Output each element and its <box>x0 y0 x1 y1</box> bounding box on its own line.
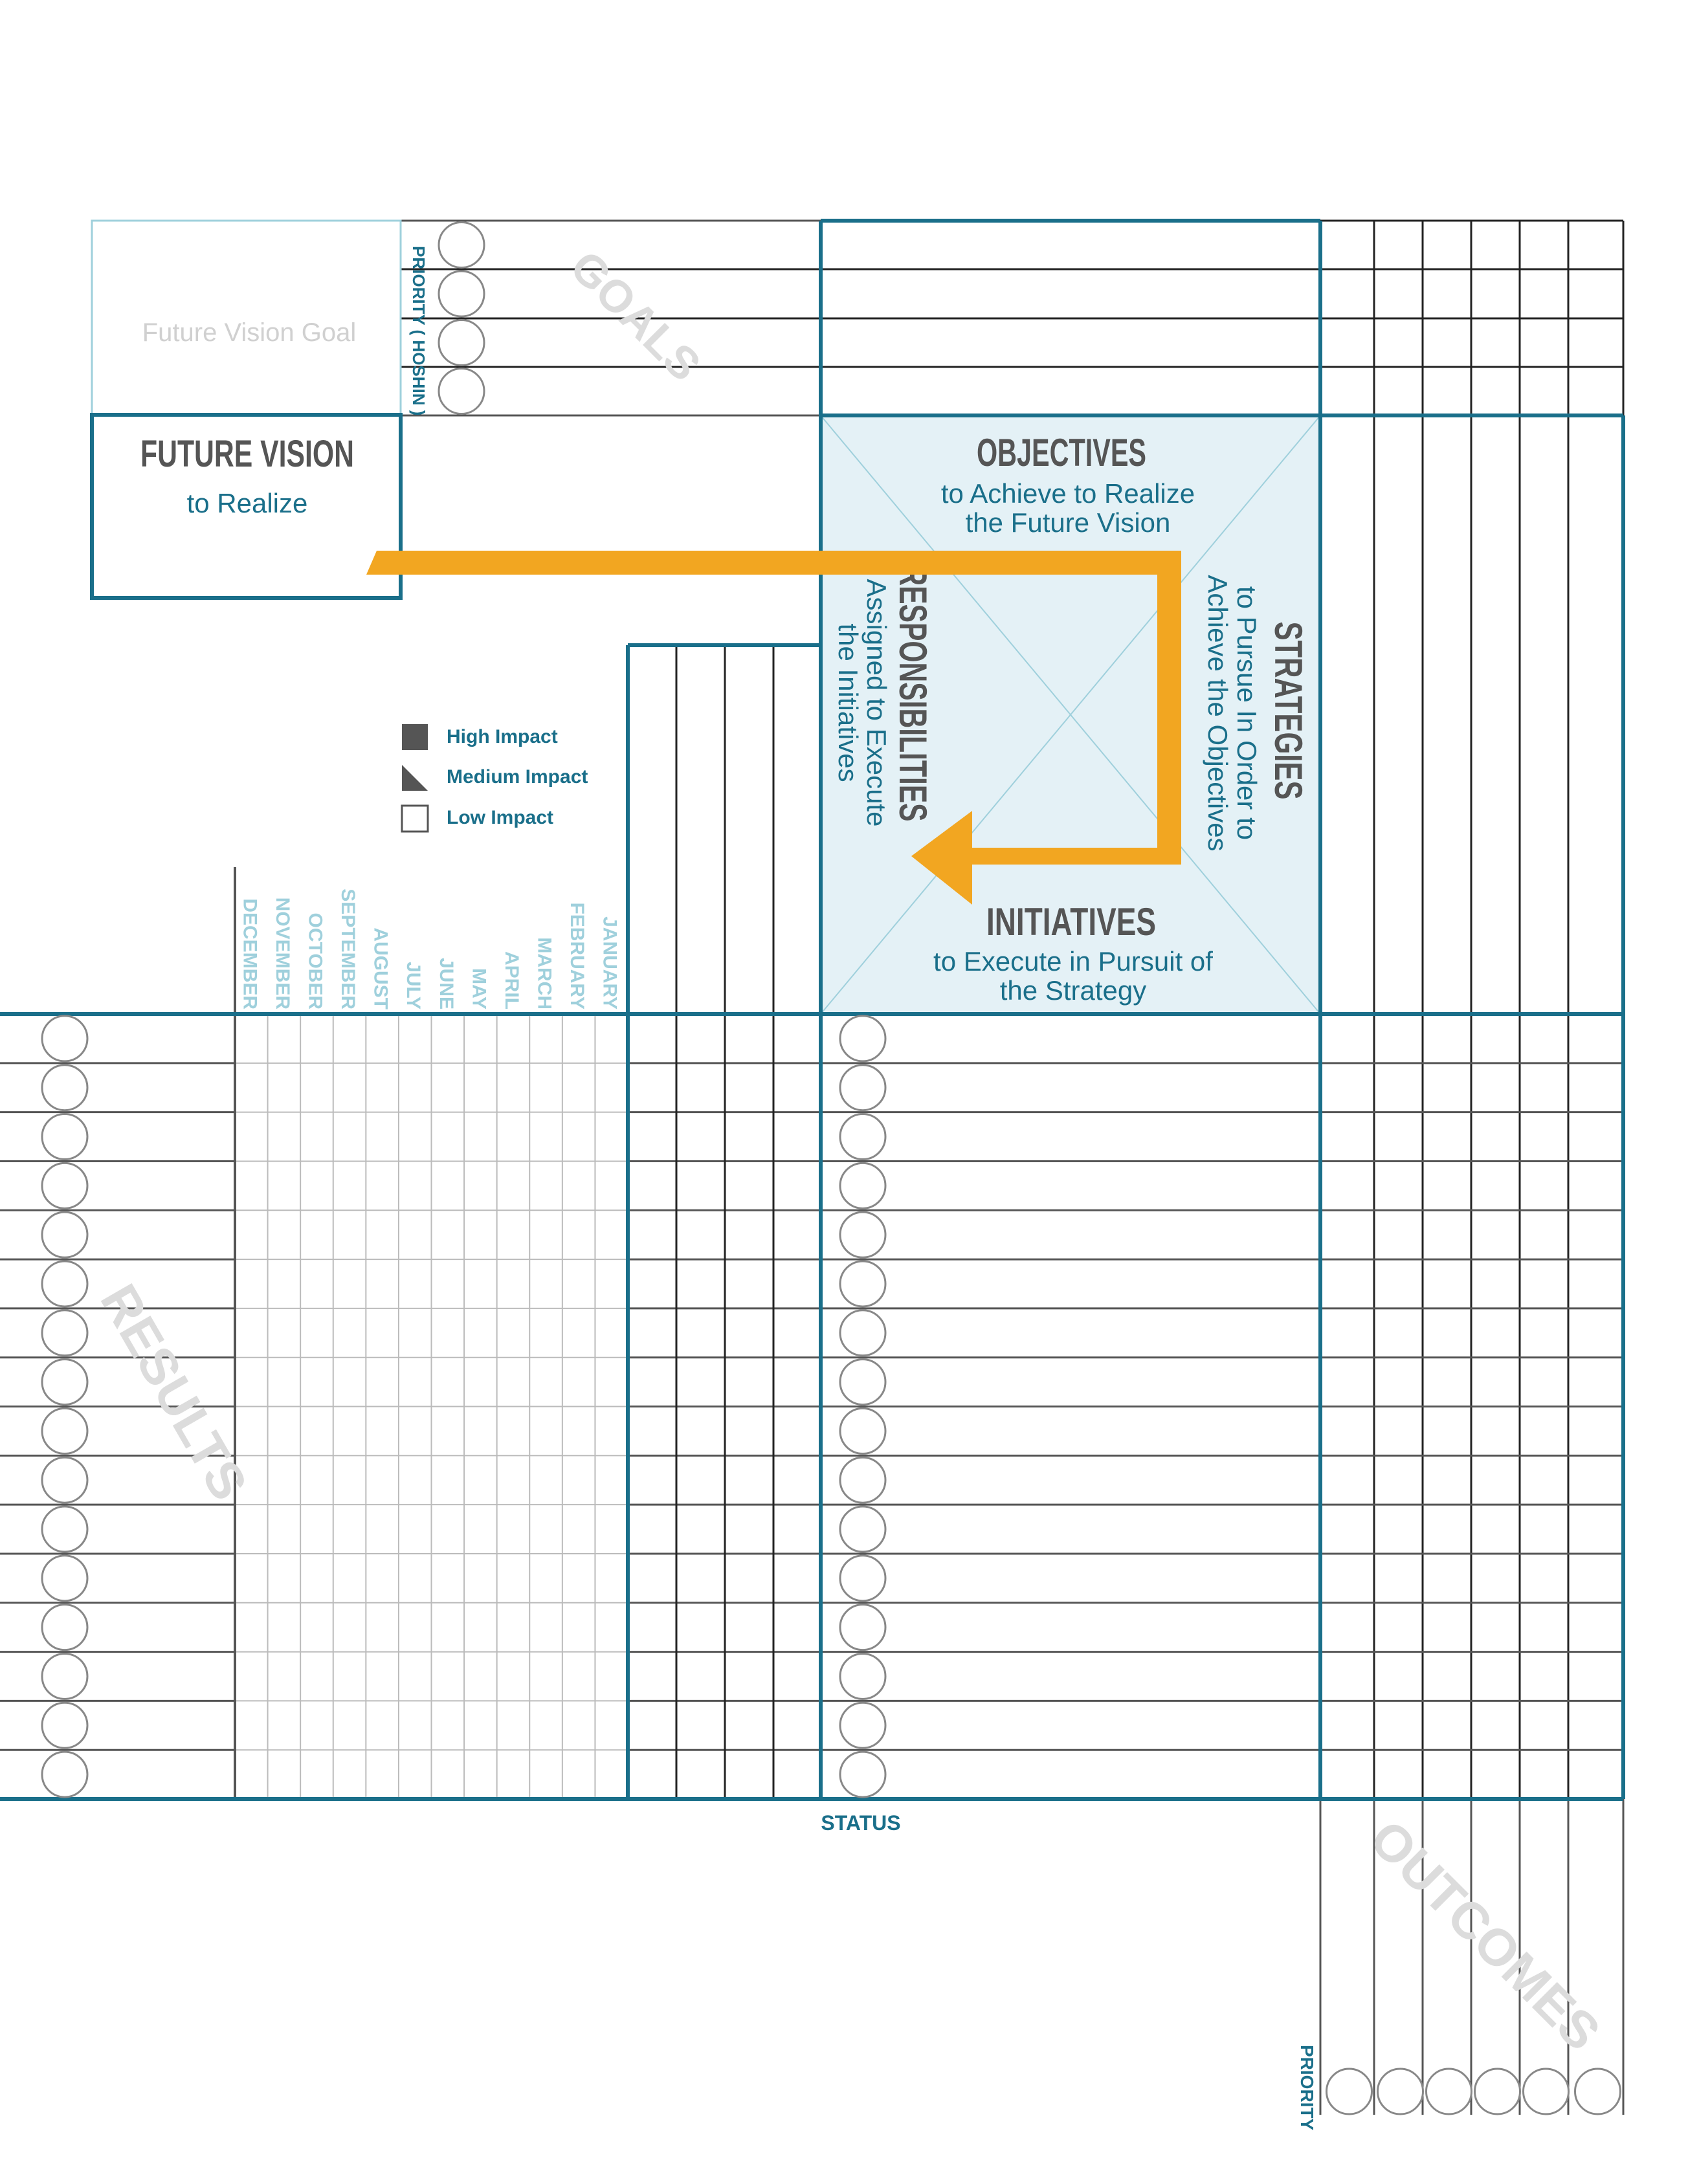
medium-impact-icon <box>402 765 428 791</box>
status-circle[interactable] <box>839 1064 887 1112</box>
result-circle[interactable] <box>41 1309 89 1357</box>
objectives-line1: to Achieve to Realize <box>941 478 1195 509</box>
responsibilities-line2: the Initiatives <box>833 623 863 782</box>
legend-low-label: Low Impact <box>447 807 553 828</box>
month-label-october: OCTOBER <box>304 913 326 1010</box>
month-label-december: DECEMBER <box>239 898 260 1009</box>
month-label-march: MARCH <box>534 937 555 1009</box>
result-circle[interactable] <box>41 1162 89 1209</box>
status-circle[interactable] <box>839 1652 887 1700</box>
status-circle[interactable] <box>839 1604 887 1651</box>
result-circle[interactable] <box>41 1113 89 1161</box>
legend-high-label: High Impact <box>447 726 558 747</box>
status-circle[interactable] <box>839 1750 887 1798</box>
result-circle[interactable] <box>41 1456 89 1504</box>
goal-priority-circle[interactable] <box>438 270 485 318</box>
status-circle[interactable] <box>839 1015 887 1063</box>
status-circle[interactable] <box>839 1456 887 1504</box>
status-circle[interactable] <box>839 1211 887 1259</box>
status-circle[interactable] <box>839 1407 887 1455</box>
grid-layer <box>0 219 1625 2115</box>
initiatives-title: INITIATIVES <box>986 900 1156 943</box>
status-label: STATUS <box>821 1811 900 1835</box>
month-labels: JANUARY FEBRUARY MARCH APRIL MAY JUNE JULY AUGU… <box>239 888 620 1009</box>
month-label-february: FEBRUARY <box>566 902 588 1009</box>
center-panel <box>820 415 1321 1015</box>
status-circle[interactable] <box>839 1701 887 1749</box>
status-circle[interactable] <box>839 1358 887 1406</box>
month-label-july: JULY <box>403 962 424 1009</box>
future-vision-box <box>90 413 403 600</box>
goals-watermark: GOALS <box>561 241 710 390</box>
outcome-priority-circle[interactable] <box>1326 2068 1373 2115</box>
strategies-line1: to Pursue In Order to <box>1232 586 1262 840</box>
month-label-may: MAY <box>468 968 489 1009</box>
result-circle[interactable] <box>41 1407 89 1455</box>
result-circle[interactable] <box>41 1015 89 1063</box>
result-circle[interactable] <box>41 1701 89 1749</box>
circle-markers <box>41 221 1621 2115</box>
initiatives-line1: to Execute in Pursuit of <box>933 946 1213 976</box>
initiatives-line2: the Strategy <box>1000 975 1146 1006</box>
outcome-priority-circle[interactable] <box>1377 2068 1424 2115</box>
outcome-priority-circle[interactable] <box>1522 2068 1570 2115</box>
strategies-title: STRATEGIES <box>1267 622 1310 800</box>
result-circle[interactable] <box>41 1652 89 1700</box>
future-vision-title: FUTURE VISION <box>140 433 354 475</box>
month-label-april: APRIL <box>501 951 522 1009</box>
month-label-november: NOVEMBER <box>272 898 293 1010</box>
result-circle[interactable] <box>41 1260 89 1308</box>
status-circle[interactable] <box>839 1162 887 1209</box>
result-circle[interactable] <box>41 1505 89 1553</box>
low-impact-icon <box>401 804 429 833</box>
result-circle[interactable] <box>41 1211 89 1259</box>
goal-placeholder: Future Vision Goal <box>142 318 357 347</box>
responsibilities-title: RESPONSIBILITIES <box>891 566 935 822</box>
strategies-line2: Achieve the Objectives <box>1203 575 1233 851</box>
result-circle[interactable] <box>41 1064 89 1112</box>
result-circle[interactable] <box>41 1358 89 1406</box>
priority-hoshin-label: PRIORITY ( HOSHIN ) <box>409 246 428 415</box>
status-circle[interactable] <box>839 1505 887 1553</box>
goal-priority-circle[interactable] <box>438 221 485 269</box>
goal-priority-circle[interactable] <box>438 368 485 415</box>
status-circle[interactable] <box>839 1260 887 1308</box>
priority-label: PRIORITY <box>1297 2045 1317 2131</box>
outcomes-watermark: OUTCOMES <box>1359 1809 1612 2062</box>
panel-diagonal-b <box>820 415 1321 1015</box>
goal-box[interactable] <box>91 219 402 416</box>
result-circle[interactable] <box>41 1604 89 1651</box>
result-circle[interactable] <box>41 1750 89 1798</box>
impact-legend: High Impact Medium Impact Low Impact <box>401 724 588 833</box>
month-label-june: JUNE <box>436 958 457 1009</box>
month-label-september: SEPTEMBER <box>337 888 359 1009</box>
goal-priority-circle[interactable] <box>438 319 485 366</box>
status-circle[interactable] <box>839 1309 887 1357</box>
objectives-line2: the Future Vision <box>966 507 1171 538</box>
legend-medium-label: Medium Impact <box>447 766 588 788</box>
status-circle[interactable] <box>839 1113 887 1161</box>
future-vision-subtitle: to Realize <box>187 488 308 518</box>
outcome-priority-circle[interactable] <box>1574 2068 1621 2115</box>
objectives-title: OBJECTIVES <box>977 431 1146 474</box>
outcome-priority-circle[interactable] <box>1425 2068 1472 2115</box>
results-watermark: RESULTS <box>89 1275 258 1510</box>
outcome-priority-circle[interactable] <box>1474 2068 1521 2115</box>
month-label-august: AUGUST <box>370 927 392 1009</box>
responsibilities-line1: Assigned to Execute <box>861 579 892 827</box>
result-circle[interactable] <box>41 1554 89 1602</box>
status-circle[interactable] <box>839 1554 887 1602</box>
high-impact-icon <box>402 724 428 750</box>
month-label-january: JANUARY <box>599 916 621 1009</box>
